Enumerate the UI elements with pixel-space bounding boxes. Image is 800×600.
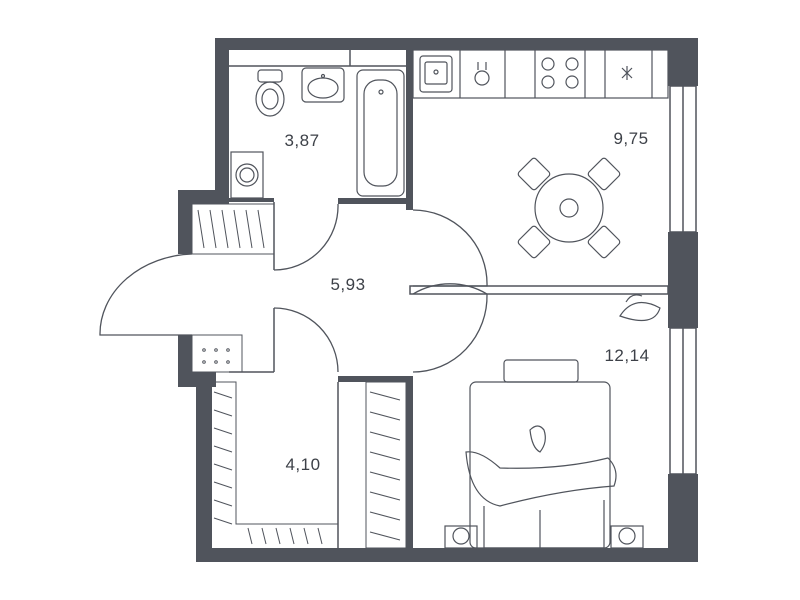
windows [669, 85, 697, 475]
bathroom-fixtures [230, 67, 405, 199]
bedroom-fixtures [444, 294, 661, 549]
kitchen-fixtures [412, 49, 669, 259]
doors [99, 203, 488, 373]
hall-wardrobes [191, 203, 275, 373]
kitchen-area-label: 9,75 [613, 129, 649, 148]
storage-area-label: 4,10 [285, 455, 321, 474]
hall-area-label: 5,93 [330, 275, 366, 294]
storage-shelving [212, 381, 407, 549]
bathroom-area-label: 3,87 [284, 131, 320, 150]
bedroom-area-label: 12,14 [604, 346, 650, 365]
walls [178, 38, 698, 562]
